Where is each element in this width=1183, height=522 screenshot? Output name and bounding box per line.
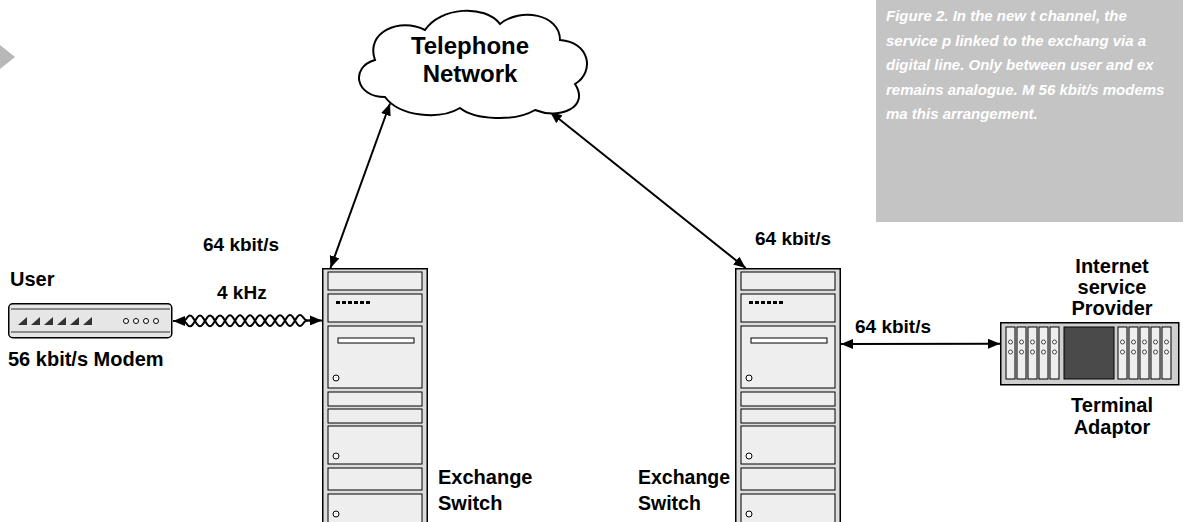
link-rate-label: 4 kHz	[214, 282, 270, 304]
exchange-switch: Exchange Switch	[735, 268, 841, 522]
node-heading: User	[10, 267, 90, 291]
device-label: Exchange Switch	[638, 464, 730, 516]
figure-caption: Figure 2. In the new t channel, the serv…	[876, 0, 1183, 127]
twisted-pair-line	[173, 315, 322, 326]
terminal-adaptor: Internet service ProviderTerminal Adapto…	[1000, 322, 1180, 386]
digital-link	[841, 343, 1000, 345]
exchange-switch: Exchange Switch	[322, 268, 428, 522]
link-rate-label: 64 kbit/s	[200, 234, 282, 256]
modem-symbol	[9, 304, 172, 338]
link-rate-label: 64 kbit/s	[752, 228, 834, 250]
digital-link	[550, 112, 746, 268]
network-cloud: Telephone Network	[345, 2, 595, 120]
cloud-label: Telephone Network	[395, 32, 545, 88]
device-label: 56 kbit/s Modem	[8, 347, 183, 371]
device-label: Exchange Switch	[438, 464, 538, 516]
exchange-rack	[323, 269, 428, 522]
terminal-adaptor-symbol	[1001, 323, 1179, 385]
caption-panel: Figure 2. In the new t channel, the serv…	[876, 0, 1183, 222]
node-heading: Internet service Provider	[1052, 256, 1172, 319]
pointer-triangle	[0, 45, 15, 69]
cloud-shape	[359, 11, 587, 118]
twisted-pair-strand	[181, 315, 310, 326]
digital-link	[330, 103, 390, 268]
link-rate-label: 64 kbit/s	[852, 316, 934, 338]
exchange-rack	[736, 269, 841, 522]
modem-box: User56 kbit/s Modem	[8, 303, 173, 339]
device-label: Terminal Adaptor	[1052, 394, 1172, 438]
